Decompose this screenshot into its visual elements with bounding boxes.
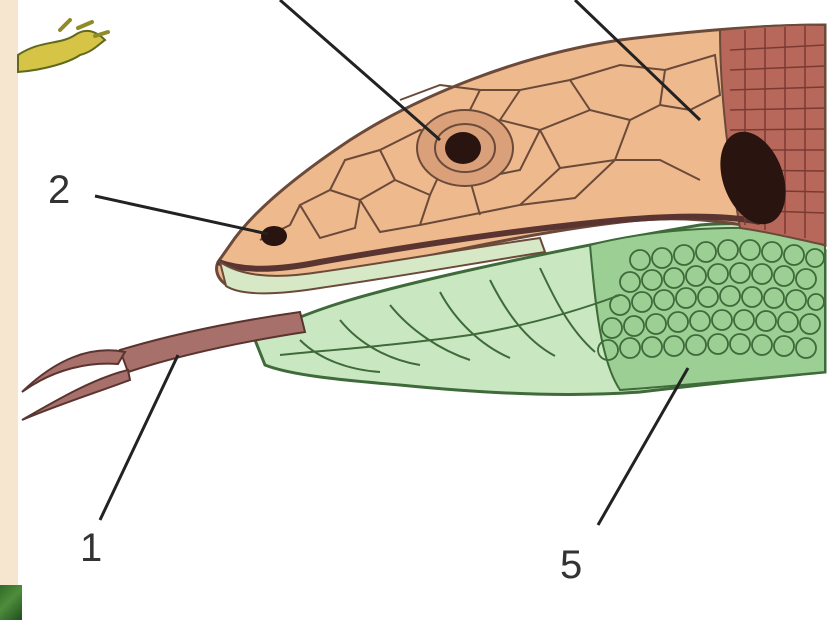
label-5-throat: 5: [560, 545, 582, 585]
leader-line-3: [280, 0, 440, 140]
plant-fragment-icon: [18, 20, 108, 72]
label-1-tongue: 1: [80, 528, 102, 568]
eye-shape: [417, 110, 513, 186]
leader-line-2: [95, 196, 268, 234]
nostril-shape: [261, 226, 287, 246]
label-2-nostril: 2: [48, 170, 70, 210]
forked-tongue-shape: [22, 312, 305, 420]
